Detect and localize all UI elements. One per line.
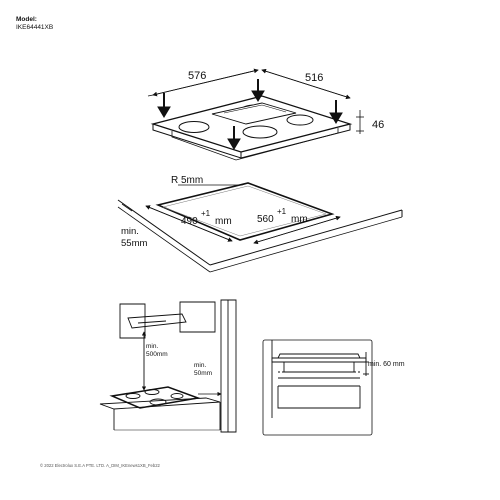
- cutout-width-value: 490: [181, 216, 198, 227]
- section-worktop: [271, 357, 367, 363]
- burner-icon: [170, 393, 184, 399]
- hood-clearance-label: min.: [146, 343, 158, 350]
- hob-perspective: [150, 95, 353, 161]
- side-clearance-value: 50mm: [194, 370, 212, 377]
- section-hob-box: [283, 361, 355, 373]
- cutout-dimension-lines: [121, 182, 341, 245]
- cutout-depth-unit: mm: [291, 214, 308, 225]
- worktop: [117, 199, 403, 273]
- model-code: IKE64441XB: [16, 24, 54, 31]
- section-hob: [277, 353, 361, 359]
- wall-cabinet-left: [119, 303, 146, 339]
- burner-front-right: [242, 125, 278, 139]
- hob-underside: [171, 128, 339, 161]
- cutout-depth-tolerance: +1: [277, 207, 287, 216]
- copyright-footer: © 2022 Electrolux S.E.A PTE. LTD. A_DIM_…: [40, 463, 160, 468]
- tall-unit: [220, 299, 237, 433]
- arrow-down-icon: [251, 90, 265, 102]
- clamp-arrows: [157, 79, 343, 150]
- cutout-depth-value: 560: [257, 214, 274, 225]
- hood-clearance-value: 500mm: [146, 351, 168, 358]
- burner-icon: [125, 393, 141, 399]
- control-bar: [211, 102, 297, 125]
- model-label: Model:: [16, 16, 37, 23]
- kitchen-installation: [99, 299, 237, 433]
- width-dimension: 576: [188, 70, 206, 82]
- burner-icon: [144, 389, 160, 395]
- kitchen-worktop: [99, 397, 221, 410]
- burner-icon: [149, 398, 167, 406]
- worktop-min-label: min.: [121, 226, 139, 237]
- hob-top-surface: [150, 95, 353, 153]
- burner-right: [286, 114, 314, 126]
- height-dimension: 46: [372, 119, 384, 131]
- burner-front-left: [178, 121, 210, 133]
- corner-radius: R 5mm: [171, 175, 203, 186]
- cutout-width-unit: mm: [215, 216, 232, 227]
- arrow-down-icon: [329, 112, 343, 124]
- below-clearance: min. 60 mm: [368, 361, 405, 368]
- arrow-down-icon: [157, 106, 171, 118]
- worktop-min-value: 55mm: [121, 238, 147, 249]
- arrow-down-icon: [227, 138, 241, 150]
- cutout-width-tolerance: +1: [201, 209, 211, 218]
- range-hood: [127, 313, 187, 329]
- cutout-opening: [155, 182, 335, 241]
- side-clearance-label: min.: [194, 362, 206, 369]
- wall-cabinet-right: [179, 301, 216, 333]
- depth-dimension: 516: [305, 72, 323, 84]
- side-section: [262, 339, 373, 436]
- dimension-lines-top: [147, 68, 364, 134]
- section-drawer: [277, 386, 361, 409]
